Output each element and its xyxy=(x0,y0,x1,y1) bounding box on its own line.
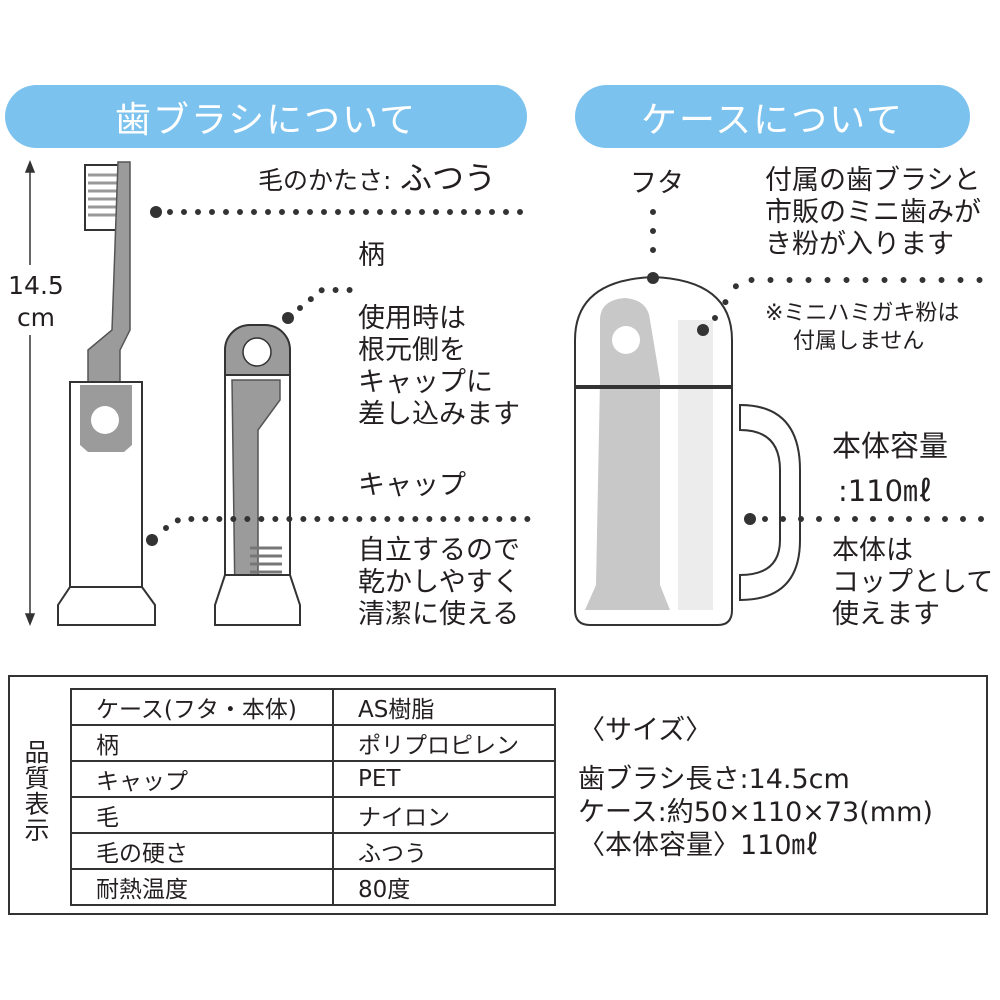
contents-desc-line: き粉が入ります xyxy=(765,229,954,260)
cap-desc-line: 清潔に使える xyxy=(358,599,520,630)
cup-desc-line: 本体は xyxy=(832,535,913,566)
product-illustration xyxy=(24,159,993,627)
bristle-hardness: 毛のかたさ: ふつう xyxy=(258,162,496,197)
material-value: AS樹脂 xyxy=(332,688,556,726)
cup-description: 本体は コップとして 使えます xyxy=(832,535,993,631)
case-section-header: ケースについて xyxy=(575,85,970,148)
quality-info-box xyxy=(8,675,988,915)
cap-desc-line: 自立するので xyxy=(358,535,520,566)
material-item: ケース(フタ・本体) xyxy=(70,688,334,726)
cup-desc-line: コップとして xyxy=(832,567,994,598)
handle-label: 柄 xyxy=(358,240,385,271)
case-cup-drawing xyxy=(574,275,801,626)
material-value: ナイロン xyxy=(332,796,556,834)
toothpaste-note: ※ミニハミガキ粉は 付属しません xyxy=(765,300,959,356)
length-unit: cm xyxy=(16,303,56,332)
material-item: 柄 xyxy=(70,724,334,762)
table-row: ケース(フタ・本体)AS樹脂 xyxy=(70,688,556,726)
toothbrush-section-header: 歯ブラシについて xyxy=(5,85,527,148)
case-contents-description: 付属の歯ブラシと 市販のミニ歯みが き粉が入ります xyxy=(765,165,981,261)
cap-desc-line: 乾かしやすく xyxy=(358,567,520,598)
material-item: 毛 xyxy=(70,796,334,834)
handle-description: 使用時は 根元側を キャップに 差し込みます xyxy=(358,303,520,431)
handle-desc-line: 根元側を xyxy=(358,335,466,366)
capacity-spec: 〈本体容量〉110㎖ xyxy=(578,830,819,861)
note-line: ※ミニハミガキ粉は xyxy=(765,301,960,326)
length-value: 14.5 xyxy=(8,271,64,300)
material-value: ポリプロピレン xyxy=(332,724,556,762)
cap-description: 自立するので 乾かしやすく 清潔に使える xyxy=(358,535,520,631)
handle-desc-line: 使用時は xyxy=(358,303,466,334)
table-row: 柄ポリプロピレン xyxy=(70,724,556,762)
length-arrow xyxy=(24,159,36,627)
table-row: 毛ナイロン xyxy=(70,796,556,834)
toothbrush-separated-drawing xyxy=(214,324,301,626)
toothbrush-header-text: 歯ブラシについて xyxy=(114,99,418,141)
case-dimensions: ケース:約50×110×73(mm) xyxy=(578,797,933,828)
contents-desc-line: 付属の歯ブラシと xyxy=(765,165,981,196)
quality-label: 品質表示 xyxy=(24,738,50,845)
handle-desc-line: キャップに xyxy=(358,367,493,398)
length-label: 14.5 cm xyxy=(5,270,67,334)
note-line: 付属しません xyxy=(793,329,925,354)
bristle-label: 毛のかたさ: xyxy=(258,166,392,195)
capacity-value: :110㎖ xyxy=(838,474,933,508)
capacity-label: 本体容量 xyxy=(832,429,949,463)
handle-desc-line: 差し込みます xyxy=(358,399,520,430)
toothbrush-assembled-drawing xyxy=(57,161,156,626)
material-item: キャップ xyxy=(70,760,334,798)
bristle-value: ふつう xyxy=(400,159,497,197)
material-value: PET xyxy=(332,760,556,798)
table-row: 毛の硬さふつう xyxy=(70,832,556,870)
cap-label: キャップ xyxy=(358,470,466,501)
material-value: ふつう xyxy=(332,832,556,870)
cup-desc-line: 使えます xyxy=(832,599,940,630)
material-item: 毛の硬さ xyxy=(70,832,334,870)
contents-desc-line: 市販のミニ歯みが xyxy=(765,197,981,228)
callout-lines xyxy=(146,206,993,546)
brush-length: 歯ブラシ長さ:14.5cm xyxy=(578,764,850,795)
material-item: 耐熱温度 xyxy=(70,868,334,906)
material-value: 80度 xyxy=(332,868,556,906)
lid-label: フタ xyxy=(630,168,684,199)
case-header-text: ケースについて xyxy=(640,99,905,141)
size-heading: 〈サイズ〉 xyxy=(578,715,713,746)
